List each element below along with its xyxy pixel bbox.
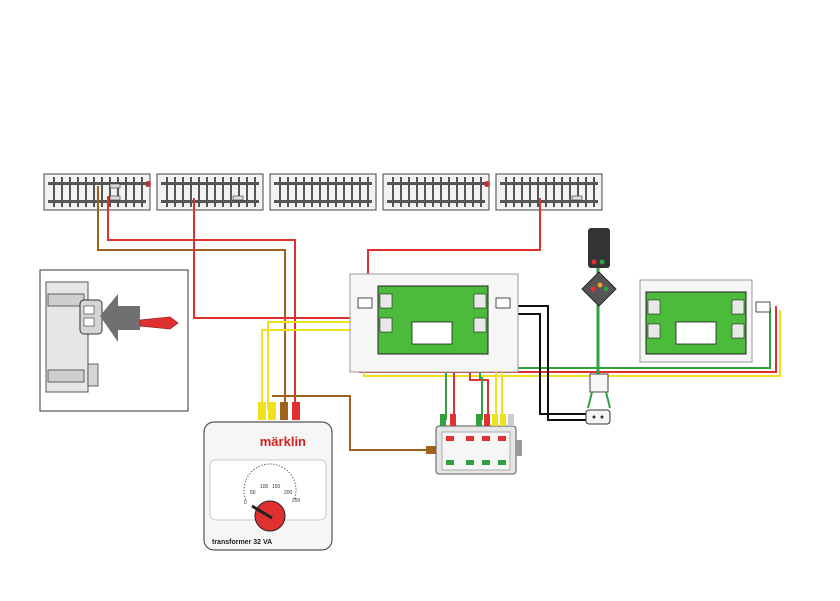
track-section [496, 174, 602, 210]
track-row [44, 174, 602, 210]
dial-tick-label: 200 [284, 490, 293, 496]
track-contact-detail [40, 270, 188, 411]
control-module [350, 274, 518, 372]
control-module [640, 280, 770, 362]
wire-red [194, 198, 372, 318]
track-section [157, 174, 263, 210]
dial-tick-label: 0 [244, 500, 247, 506]
dial-tick-label: 150 [272, 484, 281, 490]
dial-tick-label: 100 [260, 484, 269, 490]
signal-lamp-red [592, 260, 597, 265]
transformer-label: transformer 32 VA [212, 539, 272, 546]
track-section [270, 174, 376, 210]
signal-connector [586, 410, 610, 424]
brand-logo: märklin [260, 434, 306, 449]
dial-tick-label: 50 [250, 490, 256, 496]
dial-tick-label: 250 [292, 498, 301, 504]
signal-lamp-green [600, 260, 605, 265]
track-section [383, 174, 490, 210]
wire-black [510, 306, 588, 420]
distribution-strip [426, 414, 522, 474]
transformer: märklin transformer 32 VA 0 50 100 150 2… [204, 402, 332, 550]
wire-black [514, 314, 588, 414]
